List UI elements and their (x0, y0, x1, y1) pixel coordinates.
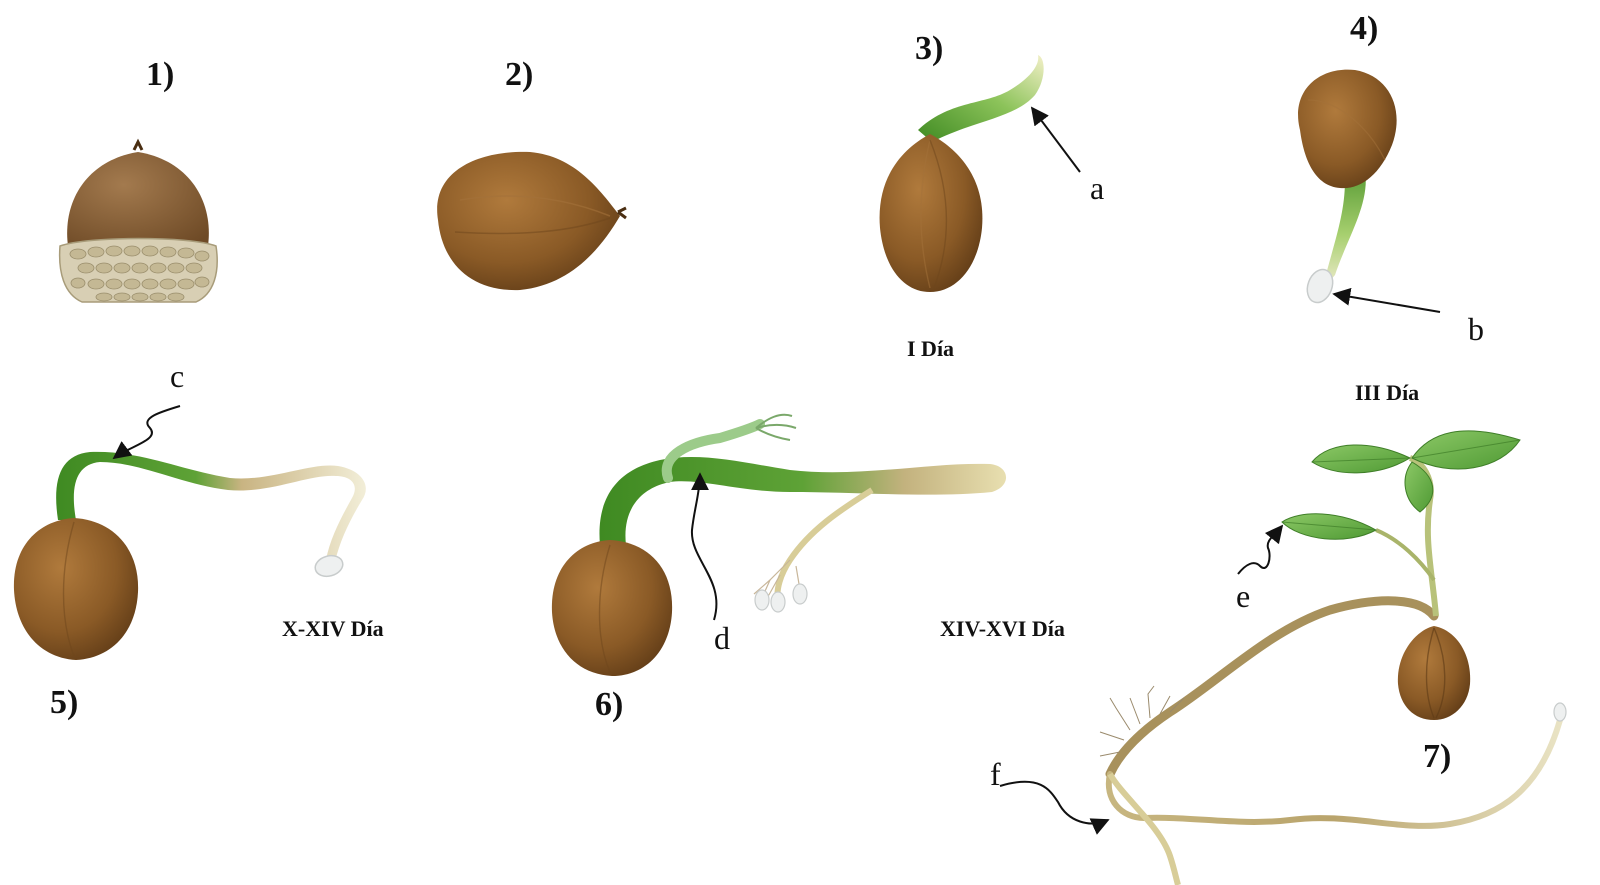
plumule-tips (756, 415, 796, 440)
pointer-arrow-d (692, 474, 717, 620)
young-plant (1100, 431, 1566, 885)
germinating-seed-day-3 (1298, 70, 1397, 307)
day-label-stage-5: X-XIV Día (282, 618, 384, 640)
stage-number-4: 4) (1350, 12, 1378, 46)
part-label-c: c (170, 360, 184, 392)
stage-number-6: 6) (595, 688, 623, 722)
pointer-arrow-b (1334, 294, 1440, 312)
part-label-d: d (714, 622, 730, 654)
day-label-stage-4: III Día (1355, 382, 1419, 404)
part-label-f: f (990, 758, 1001, 790)
fine-roots-7 (1100, 686, 1184, 756)
stage-number-3: 3) (915, 32, 943, 66)
pointer-arrow-f (1000, 782, 1108, 824)
pointer-arrow-a (1032, 108, 1080, 172)
part-label-a: a (1090, 172, 1104, 204)
part-label-b: b (1468, 313, 1484, 345)
stage-number-1: 1) (146, 58, 174, 92)
seedling-day-14-16 (552, 415, 1006, 676)
day-label-stage-6: XIV-XVI Día (940, 618, 1065, 640)
pointer-arrow-e (1238, 526, 1282, 574)
stage-number-5: 5) (50, 686, 78, 720)
seed (437, 152, 626, 290)
part-label-e: e (1236, 580, 1250, 612)
acorn-with-cupule (60, 142, 218, 302)
germinating-seed-day-1 (880, 55, 1044, 292)
pointer-arrow-c (114, 406, 180, 458)
day-label-stage-3: I Día (907, 338, 954, 360)
stage-number-2: 2) (505, 58, 533, 92)
stage-number-7: 7) (1423, 740, 1451, 774)
